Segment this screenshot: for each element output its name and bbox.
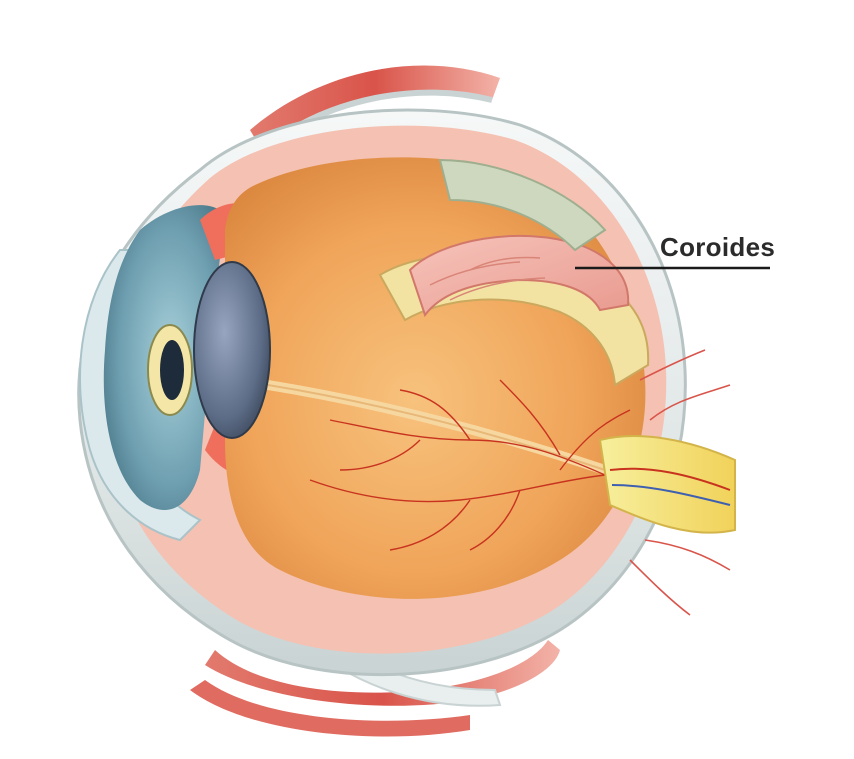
sclera-inner-layer [438,158,607,252]
choroid-layer [408,234,630,318]
lens [193,261,271,439]
iris [103,205,225,510]
retinal-vessels [309,379,631,551]
optic-nerve [598,349,736,616]
choroid-label: Coroides [660,232,776,262]
hyaloid-canal [267,380,607,475]
